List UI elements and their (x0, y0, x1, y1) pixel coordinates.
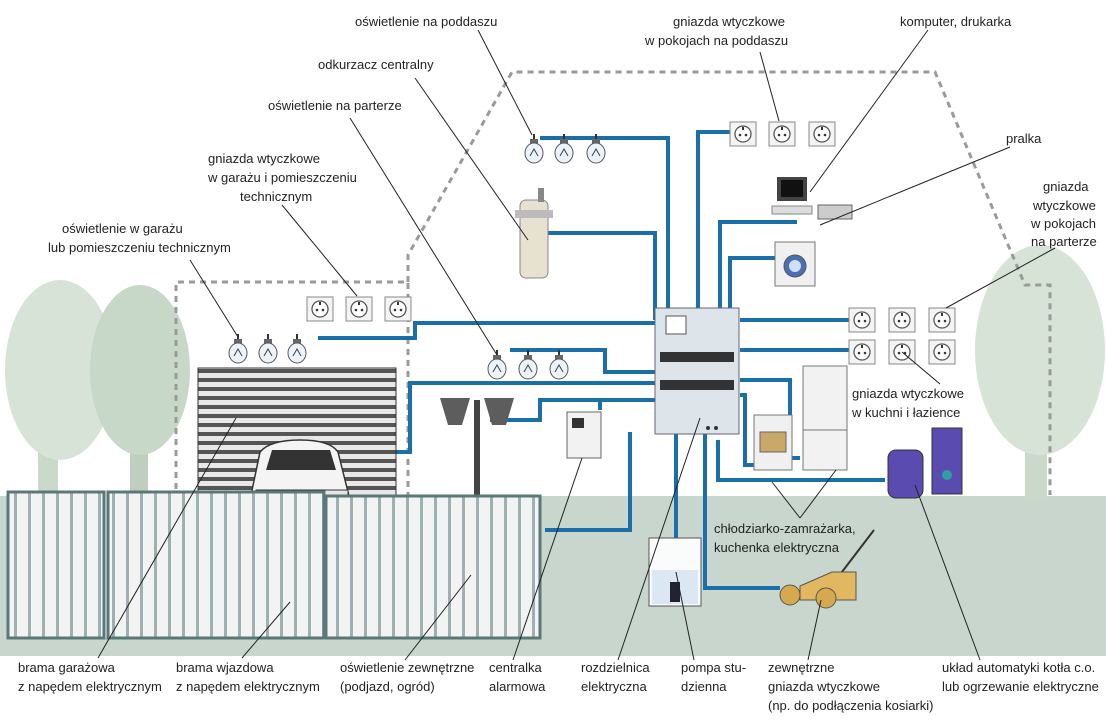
washing-machine (774, 241, 816, 287)
label-pump-line2: dzienna (681, 679, 727, 694)
label-ground-sockets-line1: gniazda (1043, 179, 1089, 194)
label-boiler-line2: lub ogrzewanie elektryczne (942, 679, 1099, 694)
label-boiler-line1: układ automatyki kotła c.o. (942, 660, 1095, 675)
leader-lines (97, 29, 1056, 661)
label-ground-sockets-line3: w pokojach (1030, 216, 1096, 231)
label-distribution-line2: elektryczna (581, 679, 648, 694)
label-garage-gate-line1: brama garażowa (18, 660, 116, 675)
boiler (887, 427, 963, 499)
label-outdoor-sockets-line2: gniazda wtyczkowe (768, 679, 880, 694)
label-entry-gate-line2: z napędem elektrycznym (176, 679, 320, 694)
label-ground-sockets-line2: wtyczkowe (1032, 198, 1096, 213)
label-ground-sockets-line4: na parterze (1031, 234, 1097, 249)
lawn-mower (779, 529, 875, 609)
labels: oświetlenie na poddaszu gniazda wtyczkow… (18, 14, 1099, 713)
label-attic-sockets-line2: w pokojach na poddaszu (644, 33, 788, 48)
label-central-vacuum: odkurzacz centralny (318, 57, 434, 72)
label-garage-lighting-line2: lub pomieszczeniu technicznym (48, 240, 231, 255)
label-fridge-stove-line2: kuchenka elektryczna (714, 540, 840, 555)
alarm-panel (566, 411, 602, 459)
pump-well (648, 537, 702, 607)
label-distribution-line1: rozdzielnica (581, 660, 650, 675)
label-kitchen-sockets-line2: w kuchni i łazience (851, 405, 960, 420)
label-attic-lighting: oświetlenie na poddaszu (355, 14, 497, 29)
label-garage-sockets-line3: technicznym (240, 189, 312, 204)
label-ground-lighting: oświetlenie na parterze (268, 98, 402, 113)
label-fridge-stove-line1: chłodziarko-zamrażarka, (714, 521, 856, 536)
fridge (802, 365, 848, 471)
label-garage-lighting-line1: oświetlenie w garażu (62, 221, 183, 236)
ground-floor-bulbs (487, 349, 569, 380)
garage-sockets (306, 296, 412, 322)
electric-stove (753, 414, 793, 471)
computer-printer (771, 177, 853, 220)
right-tree (975, 245, 1105, 500)
entry-gate (6, 490, 542, 640)
label-washer: pralka (1006, 131, 1042, 146)
label-garage-gate-line2: z napędem elektrycznym (18, 679, 162, 694)
label-garage-sockets-line1: gniazda wtyczkowe (208, 151, 320, 166)
label-outdoor-sockets-line3: (np. do podłączenia kosiarki) (768, 698, 933, 713)
central-vacuum-unit (515, 188, 553, 279)
label-pump-line1: pompa stu- (681, 660, 746, 675)
label-outdoor-sockets-line1: zewnętrzne (768, 660, 834, 675)
label-alarm-line2: alarmowa (489, 679, 546, 694)
label-kitchen-sockets-line1: gniazda wtyczkowe (852, 386, 964, 401)
label-garage-sockets-line2: w garażu i pomieszczeniu (207, 170, 357, 185)
garage-lighting-bulbs (228, 333, 307, 364)
attic-sockets (729, 121, 836, 147)
label-outdoor-lighting-line2: (podjazd, ogród) (340, 679, 435, 694)
label-attic-sockets-line1: gniazda wtyczkowe (673, 14, 785, 29)
label-computer: komputer, drukarka (900, 14, 1012, 29)
label-outdoor-lighting-line1: oświetlenie zewnętrzne (340, 660, 474, 675)
wiring (318, 130, 885, 590)
distribution-board (654, 307, 740, 435)
house-outline (174, 70, 1052, 500)
left-tree (5, 280, 190, 500)
label-entry-gate-line1: brama wjazdowa (176, 660, 274, 675)
label-alarm-line1: centralka (489, 660, 543, 675)
ground-floor-sockets (848, 307, 956, 333)
